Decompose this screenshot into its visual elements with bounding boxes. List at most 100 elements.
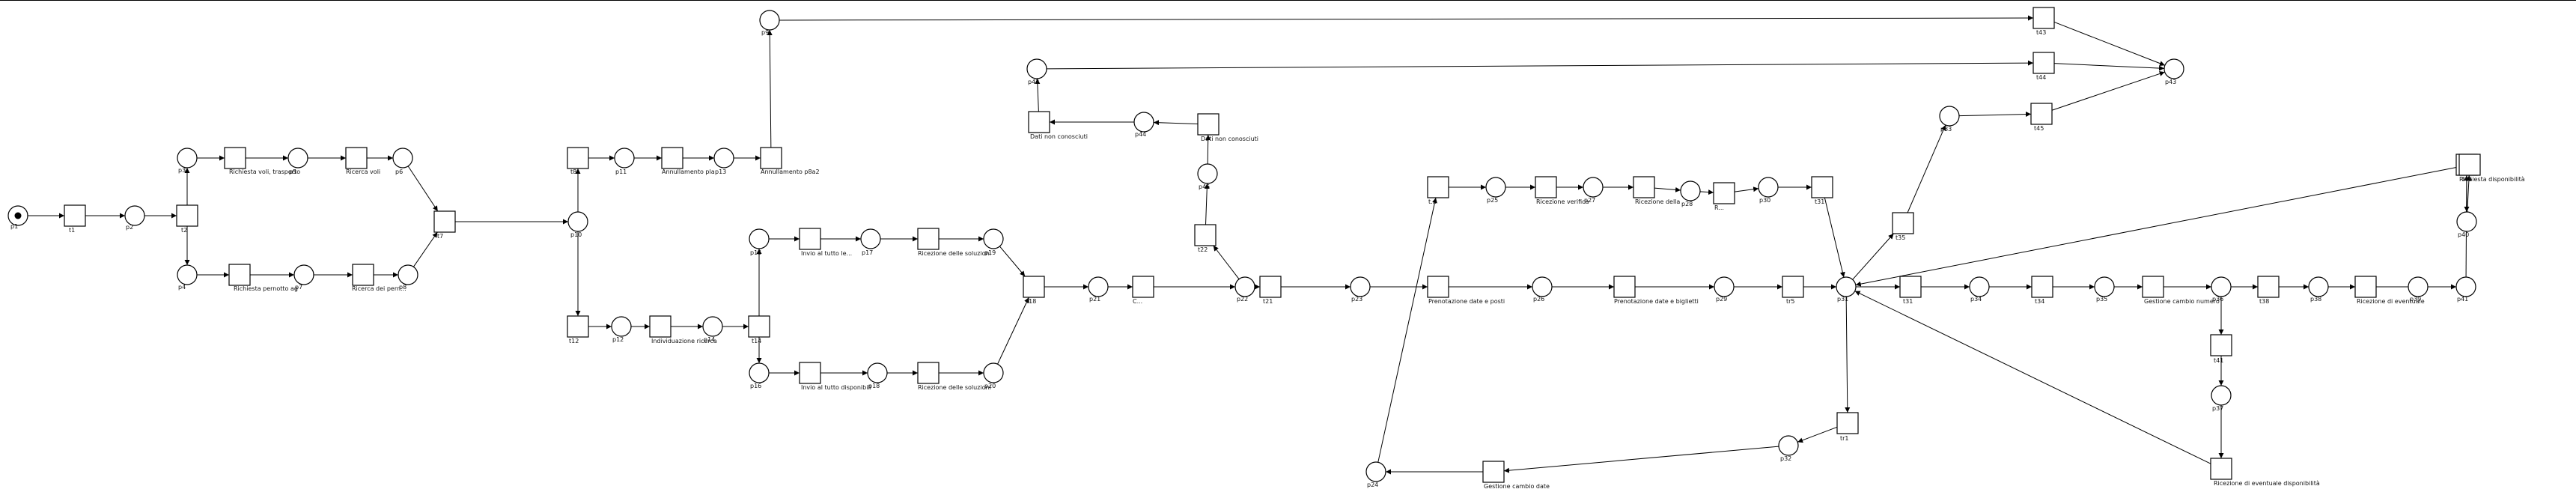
place-p44[interactable]: p44 (1133, 112, 1154, 138)
transition-t16[interactable]: Invio al tutto disponibili (799, 362, 871, 391)
place-p18[interactable]: p18 (867, 362, 888, 389)
place-p23[interactable]: p23 (1350, 276, 1371, 303)
place-p28[interactable]: p28 (1680, 180, 1701, 207)
transition-t15[interactable]: t14 (748, 315, 770, 344)
place-p43[interactable]: p43 (2164, 58, 2184, 85)
place-label: p20 (984, 383, 996, 389)
place-p29[interactable]: p29 (1714, 276, 1735, 303)
transition-t33[interactable]: Gestione cambio date (1482, 461, 1550, 490)
place-p35[interactable]: p35 (2094, 276, 2115, 303)
transition-t8[interactable]: t8 (567, 147, 589, 175)
transition-t24[interactable]: Prenotazione date e posti (1427, 276, 1505, 305)
place-circle (983, 228, 1004, 249)
transition-t32[interactable]: t31 (1899, 276, 1922, 305)
transition-t12[interactable]: Individuazione ricerca (649, 315, 717, 344)
transition-t5[interactable]: Richiesta pernotto ag (228, 264, 298, 292)
place-p38[interactable]: p38 (2308, 276, 2329, 303)
place-p37[interactable]: p37 (2211, 385, 2232, 412)
transition-t20[interactable]: Dati non conosciuti (1028, 111, 1088, 140)
place-p25[interactable]: p25 (1485, 177, 1506, 204)
transition-t31[interactable]: tr5 (1782, 276, 1804, 305)
place-p45[interactable]: p45 (1197, 163, 1218, 190)
transition-t18[interactable]: t18 (1023, 276, 1045, 305)
place-p11[interactable]: p11 (614, 148, 635, 175)
transition-t36[interactable]: Gestione cambio numero (2142, 276, 2220, 305)
place-p42[interactable]: p42 (1026, 58, 1047, 85)
place-p41[interactable]: p41 (2455, 276, 2476, 303)
transition-t43[interactable]: t43 (2033, 7, 2055, 36)
transition-t7[interactable]: t7 (433, 210, 456, 240)
transition-label: Ricerca voli (346, 168, 380, 175)
place-label: p6 (395, 168, 403, 175)
place-p24[interactable]: p24 (1365, 461, 1386, 488)
place-p3[interactable]: p3 (177, 148, 198, 174)
transition-t22[interactable]: t21 (1259, 276, 1282, 305)
transition-t39[interactable]: tr1 (1836, 412, 1859, 442)
transition-t38[interactable]: t38 (2257, 276, 2280, 305)
place-p21[interactable]: p21 (1088, 276, 1109, 303)
place-p9[interactable]: p9 (759, 10, 780, 36)
place-circle (398, 264, 418, 285)
transition-t21[interactable]: Dati non conosciuti (1197, 113, 1258, 142)
place-p22[interactable]: p22 (1234, 276, 1255, 303)
transition-t30[interactable]: Prenotazione date e biglietti (1613, 276, 1699, 305)
transition-t35[interactable]: t35 (1892, 212, 1914, 241)
place-p33[interactable]: p33 (1939, 106, 1960, 133)
place-p19[interactable]: p19 (983, 228, 1004, 256)
place-p13[interactable]: p13 (713, 148, 734, 175)
place-label: p39 (2410, 296, 2421, 303)
transition-label: t22 (1198, 246, 1208, 253)
place-p12[interactable]: p12 (611, 316, 632, 343)
transition-t42[interactable]: Ricezione di eventuale disponibilità (2210, 458, 2320, 487)
transition-t29[interactable]: t31 (1811, 176, 1833, 205)
place-p6[interactable]: p6 (392, 148, 413, 175)
place-p5[interactable]: p5 (287, 148, 308, 175)
place-p17[interactable]: p17 (860, 228, 881, 256)
place-p15[interactable]: p15 (749, 228, 770, 256)
place-p14[interactable]: p14 (702, 316, 723, 343)
transition-t46[interactable]: t46 (2458, 154, 2481, 183)
place-p36[interactable]: p36 (2211, 276, 2232, 303)
place-p10[interactable]: p10 (567, 211, 588, 238)
transition-t40[interactable]: t41 (2210, 334, 2232, 364)
transition-t9[interactable]: Annullamento pla (661, 147, 715, 175)
place-circle (177, 264, 198, 285)
place-p4[interactable]: p4 (177, 264, 198, 291)
transition-t1[interactable]: t1 (64, 204, 86, 234)
place-label: p37 (2212, 405, 2223, 412)
place-p40[interactable]: p40 (2456, 211, 2477, 238)
place-p26[interactable]: p26 (1532, 276, 1553, 303)
transition-t26[interactable]: Ricezione verifica (1535, 176, 1589, 205)
transition-t25[interactable]: t... (1427, 176, 1449, 205)
place-p1[interactable]: p1 (7, 205, 28, 230)
place-p30[interactable]: p30 (1758, 177, 1779, 204)
transition-t2[interactable]: t2 (176, 204, 198, 234)
transition-t44[interactable]: t44 (2033, 52, 2055, 81)
place-p34[interactable]: p34 (1969, 276, 1990, 303)
transition-t17[interactable]: Ricezione delle soluzioni (917, 362, 991, 391)
transition-t3[interactable]: Richiesta voli, trasporto (224, 147, 300, 175)
transition-t19[interactable]: C... (1132, 276, 1154, 305)
place-p27[interactable]: p27 (1583, 177, 1604, 204)
transition-t23[interactable]: t22 (1194, 224, 1217, 253)
transition-t6[interactable]: Ricerca dei pern... (352, 264, 407, 292)
transition-t13[interactable]: Invio al tutto le... (799, 228, 852, 257)
place-p7[interactable]: p7 (293, 264, 314, 291)
transition-t14[interactable]: Ricezione delle soluzioni (917, 228, 991, 257)
transition-t28[interactable]: R... (1713, 182, 1735, 211)
place-p31[interactable]: p31 (1836, 276, 1857, 303)
transition-t37[interactable]: Ricezione di eventuale (2354, 276, 2425, 305)
place-p20[interactable]: p20 (983, 362, 1004, 389)
place-p32[interactable]: p32 (1778, 435, 1799, 462)
transition-t34[interactable]: t34 (2031, 276, 2053, 305)
transition-t11[interactable]: t12 (567, 315, 589, 344)
place-p8[interactable]: p8 (398, 264, 418, 291)
transition-t10[interactable]: Annullamento p8a2 (760, 147, 820, 175)
transition-t4[interactable]: Ricerca voli (345, 147, 380, 175)
transition-t27[interactable]: Ricezione della (1633, 176, 1680, 205)
place-p2[interactable]: p2 (124, 205, 145, 231)
place-p16[interactable]: p16 (749, 362, 770, 389)
top-border-line (0, 0, 2576, 1)
transition-t45[interactable]: t45 (2030, 103, 2053, 132)
place-p39[interactable]: p39 (2408, 276, 2429, 303)
